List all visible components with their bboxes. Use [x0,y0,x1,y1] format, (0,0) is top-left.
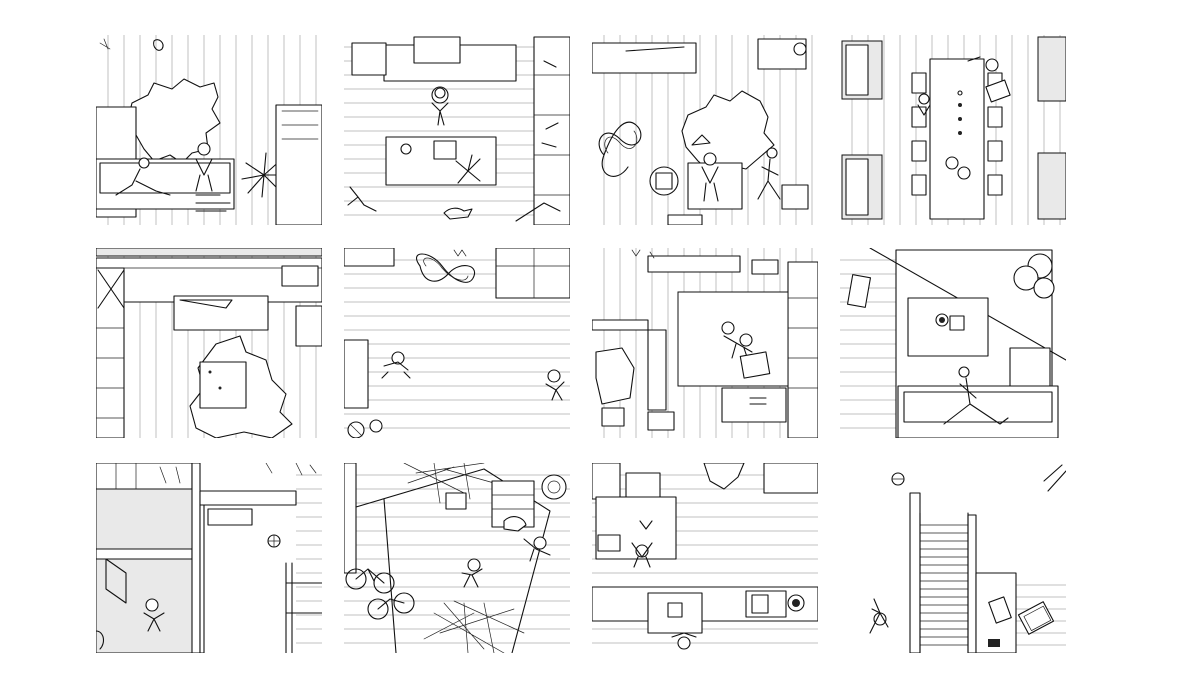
person-climbing [869,598,889,634]
panel-dining-room [840,35,1066,225]
person-seated [195,142,213,192]
toy-track [598,121,642,177]
shelving [787,261,818,438]
ball [541,474,567,500]
rug [703,463,745,490]
sofa [897,385,1059,438]
person-lying [943,366,1009,425]
bicycles [345,568,415,620]
plant [455,154,481,184]
box [1017,601,1055,635]
shelving [533,36,570,225]
person-crawling [381,351,411,379]
balloons [1013,253,1055,299]
staircase [909,492,977,653]
shelving [96,267,125,438]
stove [787,594,805,612]
person-reclining [115,157,171,196]
armchair [781,184,809,210]
toy-track [416,253,476,283]
person-seated [631,542,653,568]
people [461,516,551,588]
windows [841,36,1066,220]
shelving [96,463,193,490]
rug [677,291,789,387]
plant [241,152,287,198]
chair [846,274,872,308]
person-standing [545,369,565,401]
rug [125,78,221,164]
doorway [344,339,369,409]
panel-living-room-play [592,35,818,225]
person-standing [671,632,697,650]
window [281,265,319,287]
coffee-table [199,361,247,409]
doormat [667,214,703,225]
person-standing [143,598,165,632]
panel-corner-lounge [840,248,1066,438]
plank-floor [976,584,1066,646]
laptop [967,56,1011,103]
people-dancing [721,321,753,361]
table [907,297,989,357]
tree [403,463,525,653]
stair-rail [285,562,322,653]
panel-staircase [840,463,1066,653]
armchair [595,347,635,427]
panel-study [96,248,322,438]
panel-kitchen-desk [592,463,818,653]
ball [267,534,281,548]
ball [891,472,905,486]
tv-console [721,387,787,423]
plank-floor [296,474,322,644]
panel-kitchen-island [344,35,570,225]
suitcase [739,351,771,379]
person-standing [431,87,449,126]
panel-playroom-track [344,248,570,438]
panel-living-room-dance [592,248,818,438]
chair [597,534,621,552]
rug [681,90,775,174]
person-reclining [757,147,781,200]
person-seated [917,93,931,116]
panel-garden [344,463,570,653]
person-seated [701,152,719,202]
plank-floor [344,259,570,429]
bookshelf [275,104,322,225]
dining-table [929,58,985,220]
dog [443,207,473,220]
door [988,596,1012,624]
panel-hallway-grey-room [96,463,322,653]
panel-living-room-sofa [96,35,322,225]
ball [347,421,365,438]
